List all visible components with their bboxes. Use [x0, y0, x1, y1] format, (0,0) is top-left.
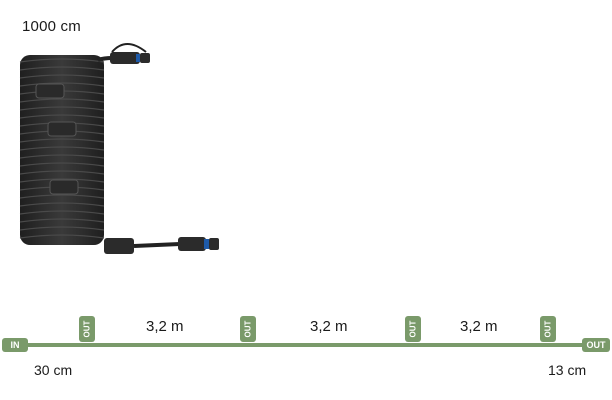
segment-length-2: 3,2 m: [310, 318, 348, 335]
junction-out-4: OUT: [540, 316, 556, 342]
cable-length-label: 1000 cm: [22, 18, 81, 35]
lead-out-length: 13 cm: [548, 362, 587, 378]
segment-length-3: 3,2 m: [460, 318, 498, 335]
segment-length-1: 3,2 m: [146, 318, 184, 335]
junction-out-3: OUT: [405, 316, 421, 342]
junction-out-2: OUT: [240, 316, 256, 342]
in-tag: IN: [2, 338, 28, 352]
lead-in-length: 30 cm: [34, 362, 73, 378]
junction-out-1: OUT: [79, 316, 95, 342]
cable-line: [10, 343, 602, 347]
coiled-cable-image: [19, 43, 219, 254]
out-end-tag: OUT: [582, 338, 610, 352]
